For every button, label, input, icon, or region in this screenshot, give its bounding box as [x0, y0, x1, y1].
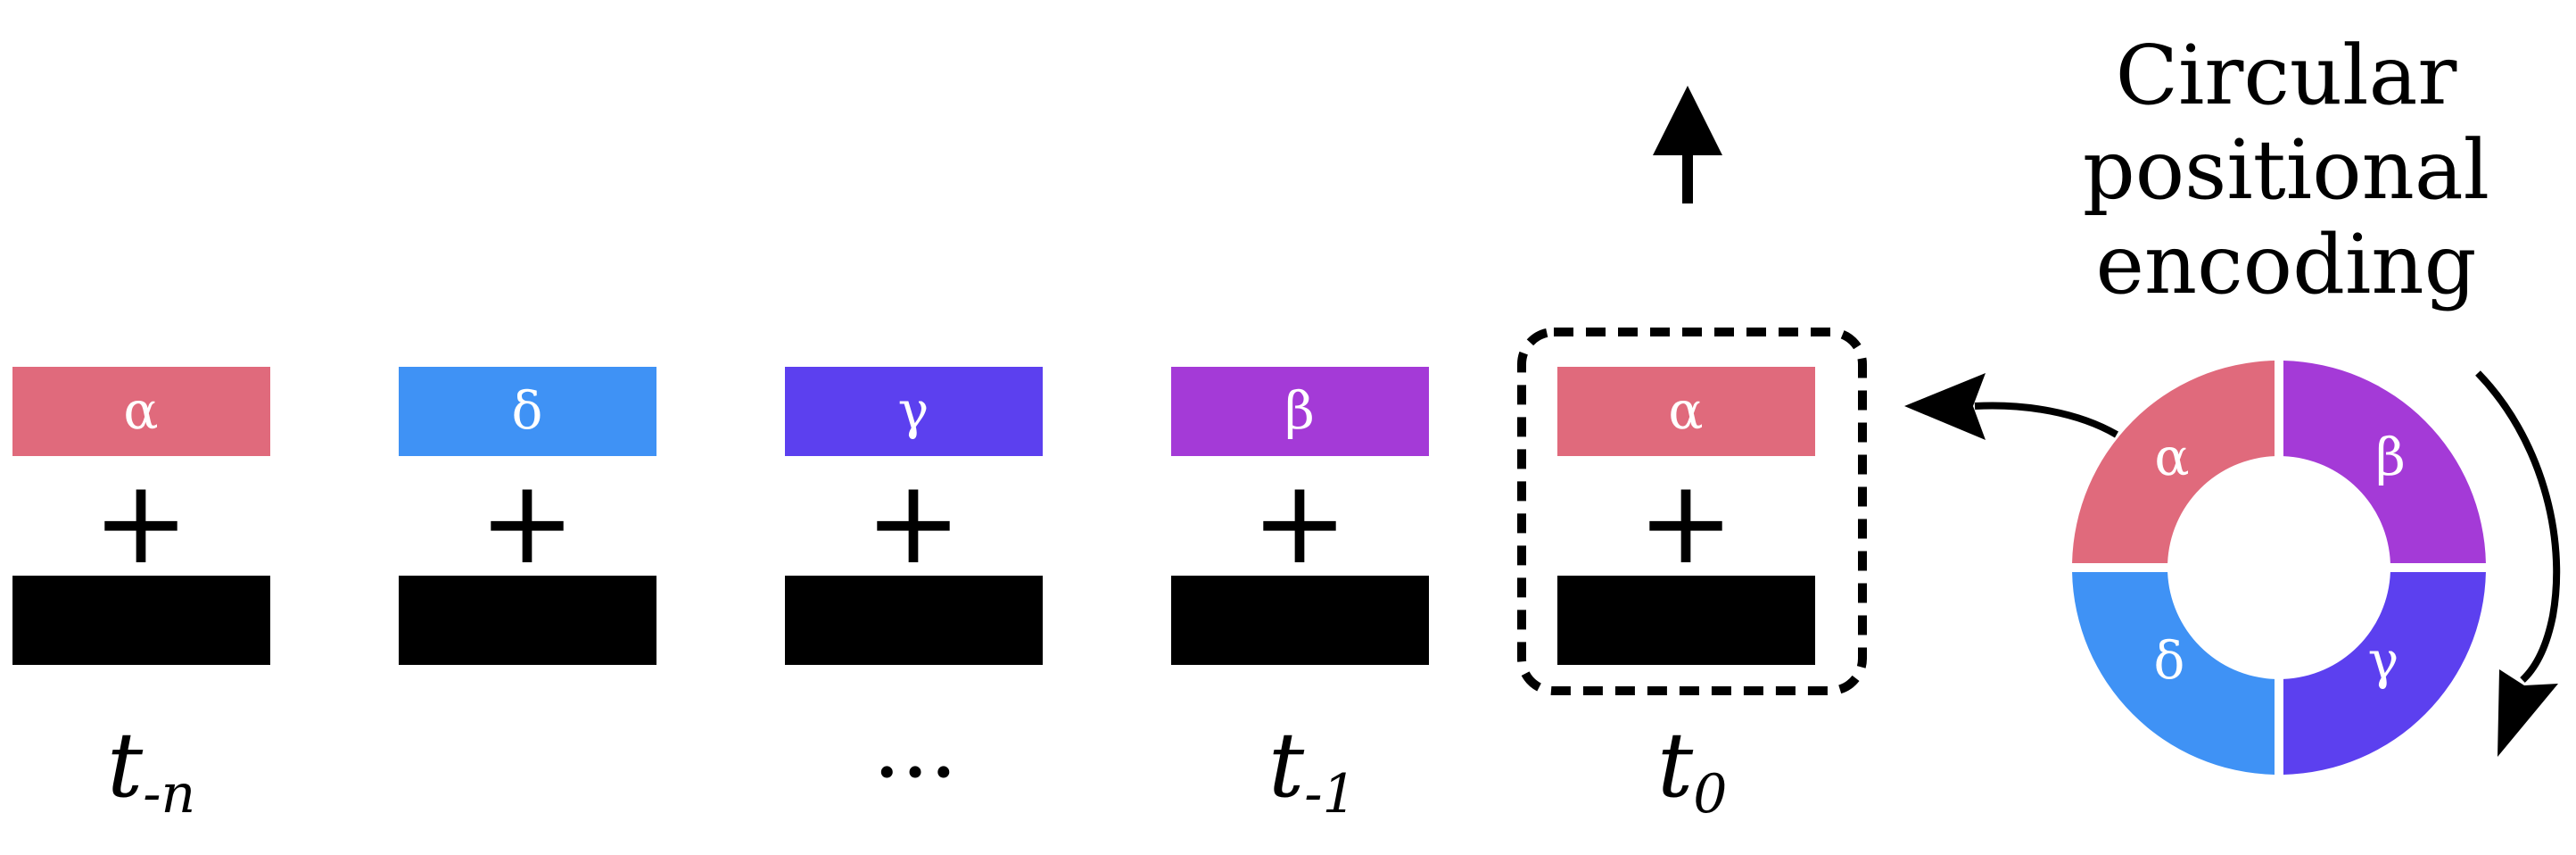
token-bar: [1171, 576, 1429, 665]
ring-label-gamma: γ: [2368, 630, 2399, 691]
ring-segment-delta: [2072, 571, 2275, 775]
ring-segment-gamma: [2283, 571, 2486, 775]
encoding-bar: [12, 367, 270, 456]
rotation-arrow: [2475, 370, 2561, 757]
time-subscript: -1: [1304, 763, 1356, 826]
ring-label-beta: β: [2375, 427, 2406, 487]
column-5-current: α + t0: [1517, 86, 1867, 826]
title-line-1: Circular: [2116, 28, 2457, 123]
time-main: t: [107, 713, 144, 818]
time-main: t: [1268, 713, 1305, 818]
time-label: t-n: [107, 713, 195, 826]
highlight-dashed-box: [1517, 328, 1867, 695]
plus-sign: +: [1251, 454, 1349, 590]
title-line-2: positional: [2083, 122, 2489, 218]
token-bar: [12, 576, 270, 665]
time-main: t: [1657, 713, 1694, 818]
encoding-label: β: [1284, 380, 1315, 441]
encoding-bar: [785, 367, 1043, 456]
encoding-ring: α β γ δ: [2072, 361, 2486, 775]
plus-sign: +: [1638, 454, 1735, 590]
plus-sign: +: [93, 454, 190, 590]
token-bar: [399, 576, 656, 665]
ellipsis-label: ...: [872, 693, 957, 798]
encoding-bar: [399, 367, 656, 456]
encoding-label: α: [1668, 380, 1703, 441]
time-subscript: 0: [1693, 763, 1727, 826]
ring-label-delta: δ: [2154, 630, 2185, 691]
title-line-3: encoding: [2095, 217, 2476, 312]
ring-segment-alpha: [2072, 361, 2275, 564]
encoding-bar: [1171, 367, 1429, 456]
column-4: β + t-1: [1171, 367, 1429, 826]
token-bar: [785, 576, 1043, 665]
plus-sign: +: [479, 454, 576, 590]
encoding-label: γ: [898, 380, 929, 441]
encoding-label: δ: [512, 380, 543, 441]
token-bar: [1557, 576, 1815, 665]
ring-title: Circular positional encoding: [2083, 28, 2489, 312]
ring-segment-beta: [2283, 361, 2486, 564]
column-3: γ + ...: [785, 367, 1043, 798]
time-subscript: -n: [143, 763, 195, 826]
encoding-label: α: [123, 380, 158, 441]
encoding-bar: [1557, 367, 1815, 456]
ring-label-alpha: α: [2154, 427, 2189, 487]
column-2: δ +: [399, 367, 656, 665]
ring-to-input-arrow: [1904, 373, 2119, 440]
output-up-arrow: [1653, 86, 1722, 203]
plus-sign: +: [865, 454, 962, 590]
time-label: t-1: [1268, 713, 1357, 826]
column-1: α + t-n: [12, 367, 270, 826]
time-label: t0: [1657, 713, 1727, 826]
